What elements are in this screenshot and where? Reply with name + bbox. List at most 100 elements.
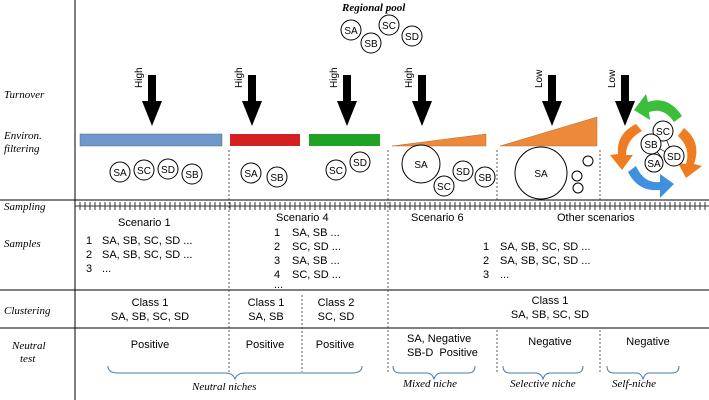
c4-species-sa: SA bbox=[414, 160, 428, 171]
cycle-arrow-blue bbox=[628, 166, 674, 198]
c6-species-sa: SA bbox=[647, 159, 661, 170]
c3-species-sd: SD bbox=[353, 158, 367, 169]
c6-species-sb: SB bbox=[644, 140, 658, 151]
s4-sample-3-number: 3 bbox=[274, 255, 281, 267]
other-sample-3-species: ... bbox=[500, 269, 510, 281]
turnover-label-3: High bbox=[329, 67, 340, 88]
cluster-d-class: Class 1 bbox=[531, 295, 569, 307]
c6-species-sd: SD bbox=[667, 152, 681, 163]
filter-bar-blue bbox=[79, 133, 223, 147]
c4-species-sd: SD bbox=[456, 167, 470, 178]
row-label-neutral-line2: test bbox=[20, 353, 36, 365]
other-sample-1-species: SA, SB, SC, SD ... bbox=[500, 241, 591, 253]
community-scenario-4a: SA SB bbox=[240, 162, 288, 188]
neutral-test-d-line1: SA, Negative bbox=[407, 333, 472, 345]
turnover-label-2: High bbox=[234, 67, 245, 88]
brace-self bbox=[606, 365, 680, 381]
c6-species-sc: SC bbox=[656, 127, 670, 138]
turnover-arrow-1: High bbox=[134, 67, 162, 126]
c1-species-sa: SA bbox=[113, 168, 127, 179]
s4-sample-more: ... bbox=[274, 279, 284, 291]
s4-sample-4-number: 4 bbox=[274, 269, 281, 281]
c3-species-sc: SC bbox=[329, 166, 343, 177]
turnover-label-4: High bbox=[404, 67, 415, 88]
neutral-test-f: Negative bbox=[626, 336, 670, 348]
filter-bars bbox=[79, 116, 598, 147]
brace-neutral bbox=[107, 365, 363, 381]
turnover-arrow-6: Low bbox=[607, 69, 635, 126]
cluster-d-species: SA, SB, SC, SD bbox=[510, 309, 590, 321]
community-selective: SA bbox=[514, 146, 594, 200]
neutral-test-e: Negative bbox=[528, 336, 572, 348]
cluster-b-species: SA, SB bbox=[248, 311, 284, 323]
neutral-test-b: Positive bbox=[245, 339, 285, 351]
row-label-turnover: Turnover bbox=[4, 89, 45, 101]
cycle-arrow-orange-left bbox=[610, 124, 642, 170]
row-label-sampling: Sampling bbox=[4, 201, 46, 213]
pool-species-sa: SA bbox=[344, 26, 358, 37]
c1-species-sd: SD bbox=[161, 165, 175, 176]
s4-sample-1-number: 1 bbox=[274, 227, 281, 239]
brace-selective bbox=[502, 365, 584, 381]
sample-2-species: SA, SB, SC, SD ... bbox=[102, 249, 193, 261]
row-label-environ-line2: filtering bbox=[4, 143, 40, 155]
niche-braces bbox=[107, 365, 680, 381]
neutral-test-d-line2: SB-D Positive bbox=[407, 347, 478, 359]
filter-bar-red bbox=[230, 134, 300, 146]
neutral-test-a: Positive bbox=[130, 339, 170, 351]
community-scenario-6: SA SC SD SB bbox=[401, 144, 496, 197]
sample-2-number: 2 bbox=[86, 249, 93, 261]
sample-3-number: 3 bbox=[86, 263, 93, 275]
s4-sample-3-species: SA, SB ... bbox=[292, 255, 340, 267]
cycle-arrow-orange-right bbox=[678, 128, 702, 178]
pool-species-sd: SD bbox=[405, 32, 419, 43]
community-self-niche: SC SB SD SA bbox=[610, 94, 702, 198]
filter-bar-green bbox=[309, 134, 380, 146]
c4-species-sc: SC bbox=[437, 182, 451, 193]
turnover-arrow-5: Low bbox=[534, 69, 562, 126]
regional-pool-title: Regional pool bbox=[342, 2, 406, 14]
sample-3-species: ... bbox=[102, 263, 112, 275]
turnover-label-6: Low bbox=[607, 69, 618, 88]
pool-species-sc: SC bbox=[382, 21, 396, 32]
turnover-label-5: Low bbox=[534, 69, 545, 88]
cluster-b-class: Class 1 bbox=[247, 297, 285, 309]
niche-label-selective: Selective niche bbox=[510, 378, 576, 390]
dashed-separators bbox=[228, 150, 601, 372]
c2-species-sa: SA bbox=[244, 169, 258, 180]
c5-species-sa: SA bbox=[534, 169, 548, 180]
cycle-arrow-green bbox=[634, 94, 682, 122]
cluster-a-class: Class 1 bbox=[131, 297, 169, 309]
c1-species-sc: SC bbox=[137, 166, 151, 177]
neutral-test-c: Positive bbox=[315, 339, 355, 351]
scenario-4-label: Scenario 4 bbox=[276, 212, 329, 224]
row-label-clustering: Clustering bbox=[4, 305, 51, 317]
other-sample-1-number: 1 bbox=[483, 241, 490, 253]
other-scenarios-label: Other scenarios bbox=[557, 212, 635, 224]
pool-species-sb: SB bbox=[364, 39, 378, 50]
brace-mixed bbox=[392, 365, 476, 381]
cluster-c-class: Class 2 bbox=[317, 297, 355, 309]
niche-label-self: Self-niche bbox=[612, 378, 656, 390]
row-label-neutral-line1: Neutral bbox=[12, 340, 46, 352]
filter-wedge-large bbox=[499, 116, 598, 147]
c2-species-sb: SB bbox=[270, 173, 284, 184]
other-sample-2-number: 2 bbox=[483, 255, 490, 267]
sampling-tick-band bbox=[75, 202, 709, 210]
turnover-arrow-3: High bbox=[329, 67, 357, 126]
scenario-1-label: Scenario 1 bbox=[118, 217, 171, 229]
turnover-arrow-2: High bbox=[234, 67, 262, 126]
sample-1-number: 1 bbox=[86, 235, 93, 247]
s4-sample-4-species: SC, SD ... bbox=[292, 269, 341, 281]
turnover-arrow-4: High bbox=[404, 67, 432, 126]
cluster-c-species: SC, SD bbox=[317, 311, 355, 323]
s4-sample-2-species: SC, SD ... bbox=[292, 241, 341, 253]
niche-label-neutral: Neutral niches bbox=[192, 381, 257, 393]
community-scenario-4b: SC SD bbox=[325, 151, 371, 181]
s4-sample-2-number: 2 bbox=[274, 241, 281, 253]
other-sample-2-species: SA, SB, SC, SD ... bbox=[500, 255, 591, 267]
niche-label-mixed: Mixed niche bbox=[403, 378, 458, 390]
sample-1-species: SA, SB, SC, SD ... bbox=[102, 235, 193, 247]
